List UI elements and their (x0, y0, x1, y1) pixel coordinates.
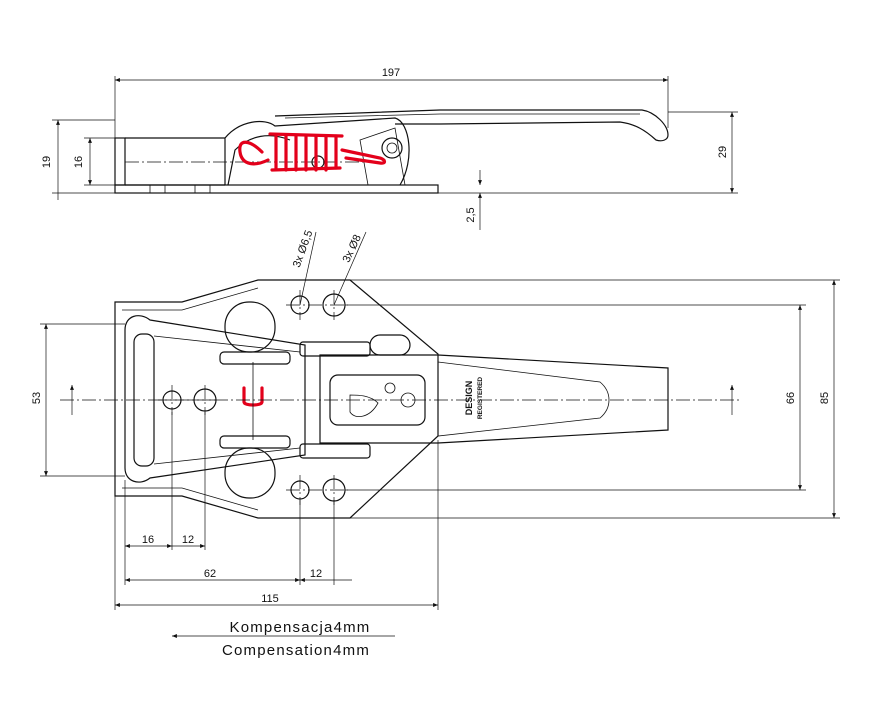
dim-pitch-12-right: 12 (310, 568, 322, 580)
dim-offset-16: 16 (142, 534, 154, 546)
dim-total-height: 19 (41, 156, 53, 168)
logo-design: DESIGN (464, 381, 474, 416)
dim-offset-62: 62 (204, 568, 216, 580)
logo-registered: REGISTERED (477, 377, 484, 420)
dim-pitch-12-left: 12 (182, 534, 194, 546)
side-view: 197 29 19 16 (41, 67, 738, 230)
compensation-note: Kompensacja4mm Compensation4mm (172, 619, 395, 659)
hook-section (114, 137, 126, 186)
note-compensation-en: Compensation4mm (222, 642, 370, 659)
compensation-spring (238, 132, 387, 172)
lever-plan (319, 354, 669, 444)
note-compensation-pl: Kompensacja4mm (229, 619, 370, 636)
dim-body-height: 16 (73, 156, 85, 168)
dim-overall-length: 197 (382, 67, 400, 79)
dim-lever-height: 29 (717, 146, 729, 158)
dim-hole-spacing: 66 (785, 392, 797, 404)
dim-overall-width: 85 (819, 392, 831, 404)
plan-view: DESIGN REGISTERED 3x Ø6,5 3x Ø8 (31, 229, 840, 610)
base-plate (114, 184, 439, 194)
lever-arm (274, 109, 669, 142)
dim-base-length: 115 (261, 593, 279, 605)
dim-width-inner: 53 (31, 392, 43, 404)
dim-base-thickness: 2,5 (465, 207, 477, 222)
callout-holes-small: 3x Ø6,5 (291, 229, 315, 269)
callout-holes-large: 3x Ø8 (341, 233, 364, 265)
